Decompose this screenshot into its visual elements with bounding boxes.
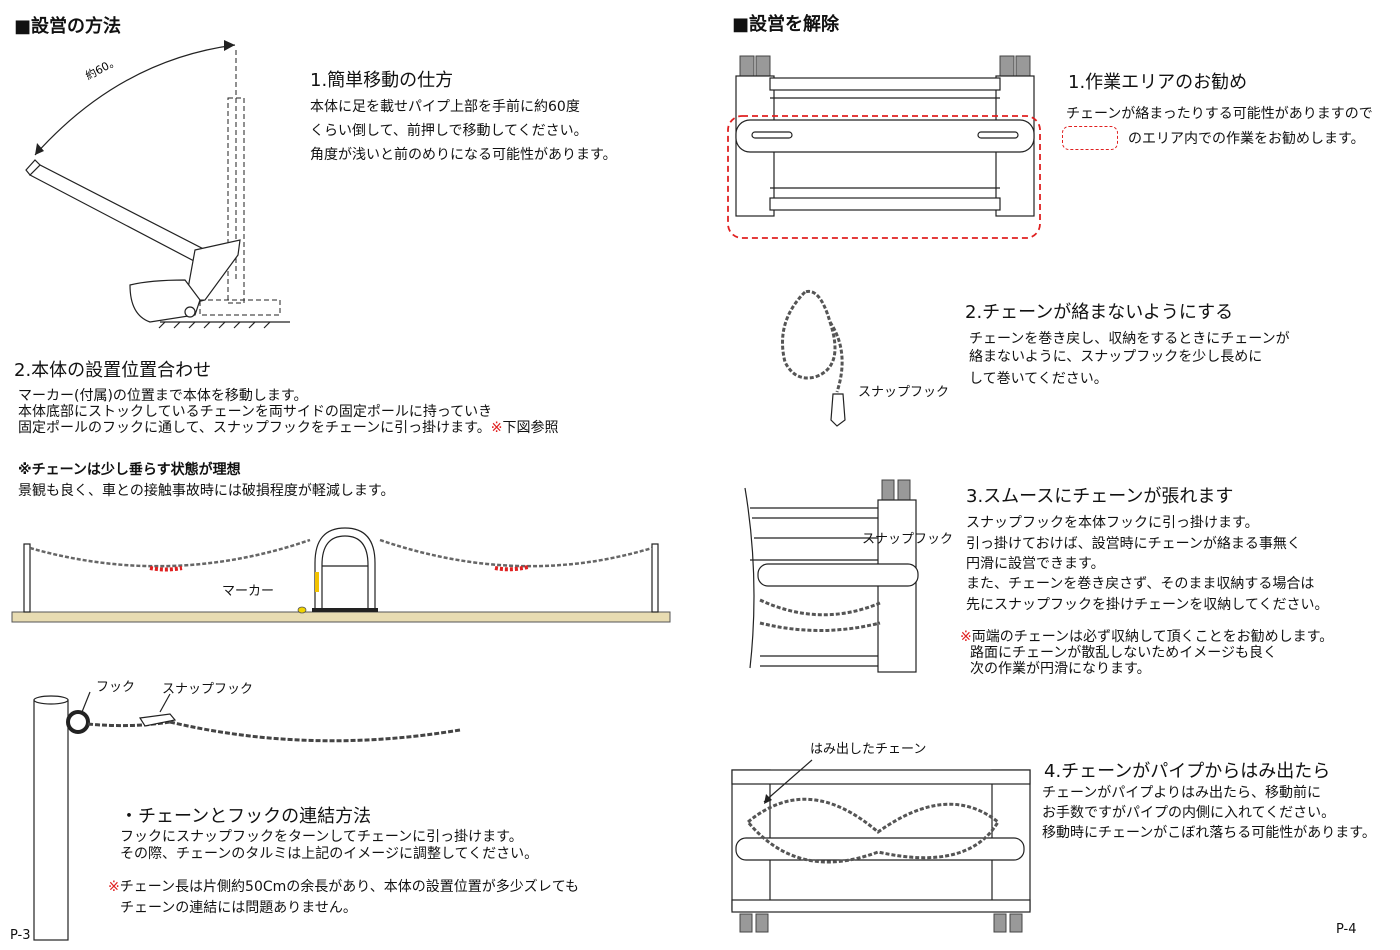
s2-note: ※チェーンは少し垂らす状態が理想 [18,462,241,478]
tilt-move-illustration: 約60。 [25,40,290,329]
r4-line-1: チェーンがパイプよりはみ出たら、移動前に [1042,785,1322,801]
r4-callout: はみ出したチェーン [810,742,927,757]
r2-line-1: チェーンを巻き戻し、収納をするときにチェーンが [969,331,1290,347]
r4-line-3: 移動時にチェーンがこぼれ落ちる可能性があります。 [1042,825,1376,841]
s2-line-1: マーカー(付属)の位置まで本体を移動します。 [18,388,308,404]
r3-warn-3: 次の作業が円滑になります。 [970,661,1151,677]
r3-snap-hook-label: スナップフック [862,532,954,547]
r1-line-2: のエリア内での作業をお勧めします。 [1128,131,1365,147]
hook-label: フック [96,680,136,695]
page-number-right: P-4 [1336,922,1357,937]
r3-line-3: 円滑に設営できます。 [966,556,1105,572]
s3-warn-2: チェーンの連結には問題ありません。 [120,900,357,916]
s2-line-3: 固定ポールのフックに通して、スナップフックをチェーンに引っ掛けます。※下図参照 [18,419,559,438]
s2-note-line: 景観も良く、車との接触事故時には破損程度が軽減します。 [18,483,395,499]
s3-line-1: フックにスナップフックをターンしてチェーンに引っ掛けます。 [120,829,523,845]
chain-setup-illustration [11,527,671,623]
snap-hook-label: スナップフック [162,682,254,697]
r1-title: 1.作業エリアのお勧め [1068,72,1248,93]
work-area-illustration [727,55,1041,239]
s3-title: ・チェーンとフックの連結方法 [120,806,372,827]
r2-title: 2.チェーンが絡まないようにする [965,302,1234,323]
r4-title: 4.チェーンがパイプからはみ出たら [1044,761,1331,782]
r3-warn-2: 路面にチェーンが散乱しないためイメージも良く [970,645,1278,661]
warn-mark: ※ [108,879,120,895]
r3-title: 3.スムースにチェーンが張れます [966,486,1234,507]
s2-line-3a: 固定ポールのフックに通して、スナップフックをチェーンに引っ掛けます。 [18,420,491,436]
angle-label: 約60。 [83,53,121,82]
s3-warn-1-text: チェーン長は片側約50Cmの余長があり、本体の設置位置が多少ズレても [119,879,580,895]
marker-label: マーカー [222,584,275,599]
r1-line-1: チェーンが絡まったりする可能性がありますので [1066,106,1373,122]
s1-line-2: くらい倒して、前押しで移動してください。 [310,123,588,139]
r3-line-5: 先にスナップフックを掛けチェーンを収納してください。 [966,597,1329,613]
r4-line-2: お手数ですがパイプの内側に入れてください。 [1042,805,1336,821]
r3-warn-1-text: 両端のチェーンは必ず収納して頂くことをお勧めします。 [971,629,1334,645]
r2-snap-hook-label: スナップフック [858,385,950,400]
r2-line-2: 絡まないように、スナップフックを少し長めに [969,349,1263,365]
r3-warn-1: ※両端のチェーンは必ず収納して頂くことをお勧めします。 [960,628,1333,647]
snap-hook-attached-illustration [744,479,919,673]
r3-line-2: 引っ掛けておけば、設営時にチェーンが絡まる事無く [966,536,1301,552]
section-title-setup: ■設営の方法 [14,16,122,37]
legend-work-area-box [1062,126,1118,150]
r2-line-3: して巻いてください。 [969,371,1108,387]
s3-line-2: その際、チェーンのタルミは上記のイメージに調整してください。 [120,846,539,862]
r3-line-4: また、チェーンを巻き戻さず、そのまま収納する場合は [966,576,1315,592]
s3-warn-1: ※チェーン長は片側約50Cmの余長があり、本体の設置位置が多少ズレても [108,878,579,897]
s1-title: 1.簡単移動の仕方 [310,70,454,91]
hook-connection-illustration [33,691,461,941]
s2-line-2: 本体底部にストックしているチェーンを両サイドの固定ポールに持っていき [18,404,493,420]
s2-title: 2.本体の設置位置合わせ [14,360,212,381]
s1-line-1: 本体に足を載せパイプ上部を手前に約60度 [310,99,580,115]
s1-line-3: 角度が浅いと前のめりになる可能性があります。 [310,147,617,163]
chain-overflow-illustration [731,759,1031,933]
coiled-chain-illustration [781,289,846,427]
page-number-left: P-3 [10,928,31,943]
reference-mark: ※ [490,420,503,436]
section-title-dismantle: ■設営を解除 [732,14,840,35]
r3-line-1: スナップフックを本体フックに引っ掛けます。 [966,515,1259,531]
r3-warn-mark: ※ [960,629,972,645]
s2-line-3b: 下図参照 [502,420,559,436]
